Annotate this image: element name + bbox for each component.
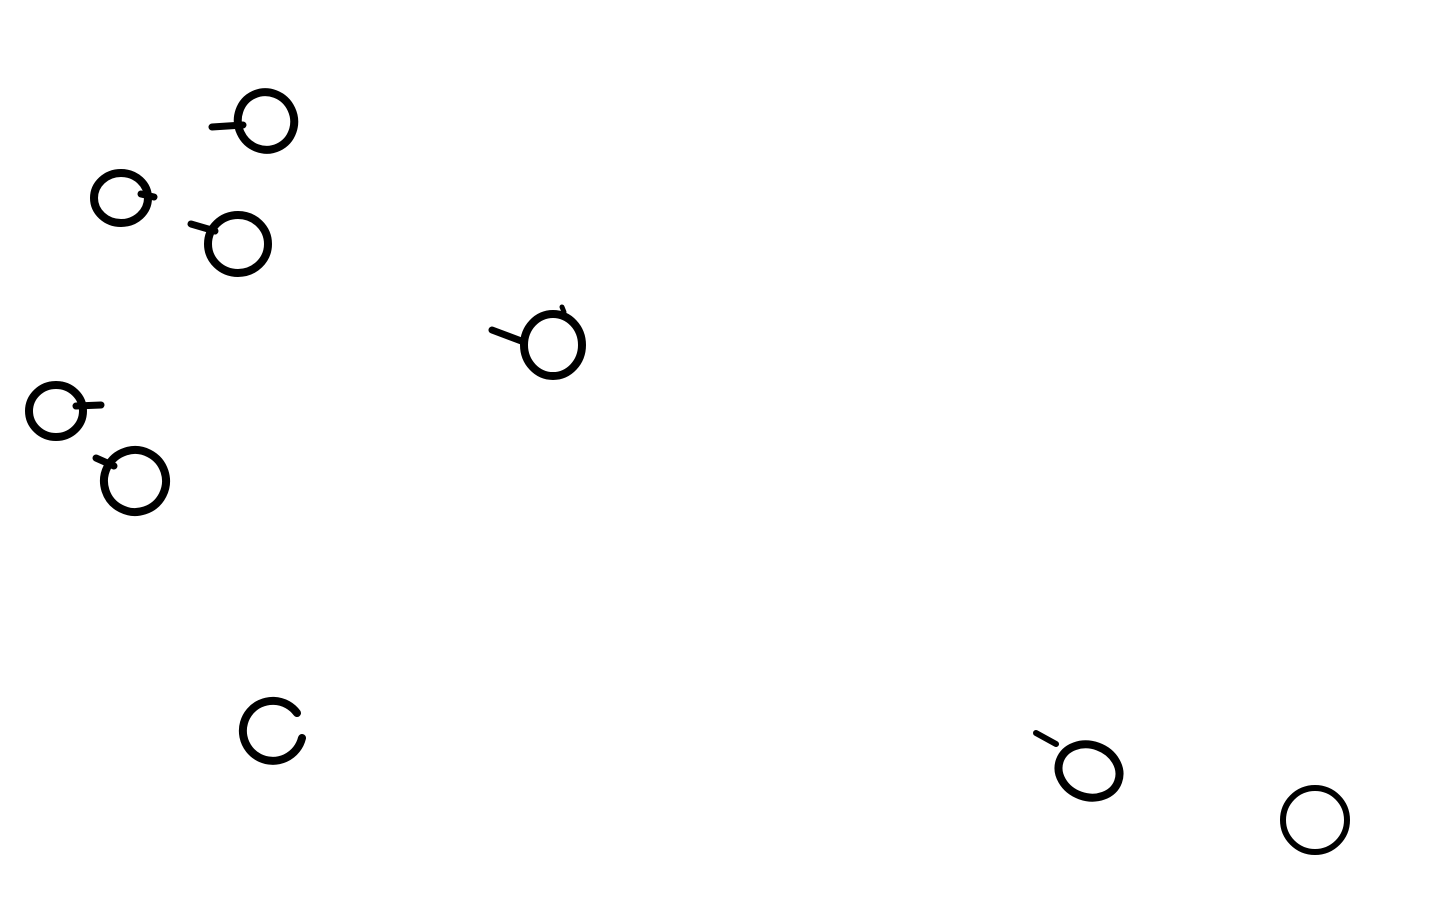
sketch-glyph [1033,730,1124,802]
sketch-glyph [25,381,105,441]
sketch-glyph [92,446,170,516]
sketch-glyph [1280,785,1350,855]
sketch-glyph [238,696,306,765]
sketch-glyph [488,304,586,380]
sketch-glyph [187,211,272,277]
sketch-glyph [90,169,158,227]
sketch-glyph [208,88,299,154]
